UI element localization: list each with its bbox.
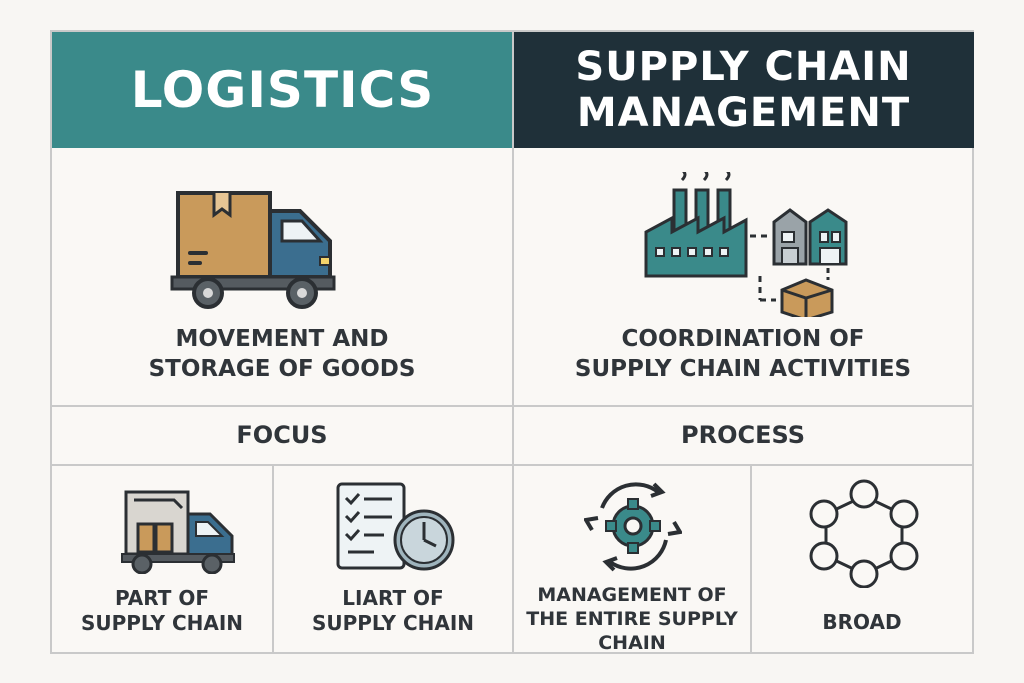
cell1-line1: PART OF: [114, 586, 210, 610]
cell3-line2: THE ENTIRE SUPPLY: [526, 608, 738, 630]
logistics-desc-line2: STORAGE OF GOODS: [148, 356, 416, 382]
header-supply-chain-management: SUPPLY CHAIN MANAGEMENT: [513, 32, 974, 148]
scm-description: COORDINATION OF SUPPLY CHAIN ACTIVITIES: [514, 324, 972, 384]
comparison-table: LOGISTICS SUPPLY CHAIN MANAGEMENT MOVEME…: [50, 30, 974, 654]
cell2-line1: LIART OF: [342, 586, 444, 610]
row-label-process: PROCESS: [681, 421, 805, 449]
logistics-desc-line1: MOVEMENT AND: [175, 326, 389, 352]
network-ring-icon: [809, 479, 919, 588]
cell3-line3: CHAIN: [598, 632, 666, 654]
cell-liart-of-supply-chain: LIART OF SUPPLY CHAIN: [274, 586, 512, 636]
cell-broad: BROAD: [752, 610, 972, 635]
header-scm-line1: SUPPLY CHAIN: [575, 44, 912, 90]
header-logistics-label: LOGISTICS: [130, 61, 435, 119]
divider-row2: [52, 464, 972, 466]
scm-desc-line2: SUPPLY CHAIN ACTIVITIES: [574, 356, 912, 382]
header-scm-line2: MANAGEMENT: [576, 90, 911, 136]
factory-warehouse-icon: [644, 172, 848, 317]
truck-small-icon: [121, 490, 235, 574]
truck-icon: [170, 191, 336, 309]
scm-desc-line1: COORDINATION OF: [621, 326, 865, 352]
cell3-line1: MANAGEMENT OF: [537, 584, 727, 606]
checklist-clock-icon: [336, 482, 455, 571]
logistics-description: MOVEMENT AND STORAGE OF GOODS: [52, 324, 512, 384]
header-logistics: LOGISTICS: [52, 32, 513, 148]
cell4-line1: BROAD: [822, 610, 902, 634]
gear-cycle-icon: [584, 482, 682, 572]
cell-management-entire-supply-chain: MANAGEMENT OF THE ENTIRE SUPPLY CHAIN: [514, 583, 750, 655]
divider-center: [512, 32, 514, 652]
cell2-line2: SUPPLY CHAIN: [311, 611, 475, 635]
cell-part-of-supply-chain: PART OF SUPPLY CHAIN: [52, 586, 272, 636]
divider-bottom-right: [750, 464, 752, 652]
divider-row1: [52, 405, 972, 407]
cell1-line2: SUPPLY CHAIN: [80, 611, 244, 635]
row-label-focus: FOCUS: [236, 421, 328, 449]
divider-bottom-left: [272, 464, 274, 652]
